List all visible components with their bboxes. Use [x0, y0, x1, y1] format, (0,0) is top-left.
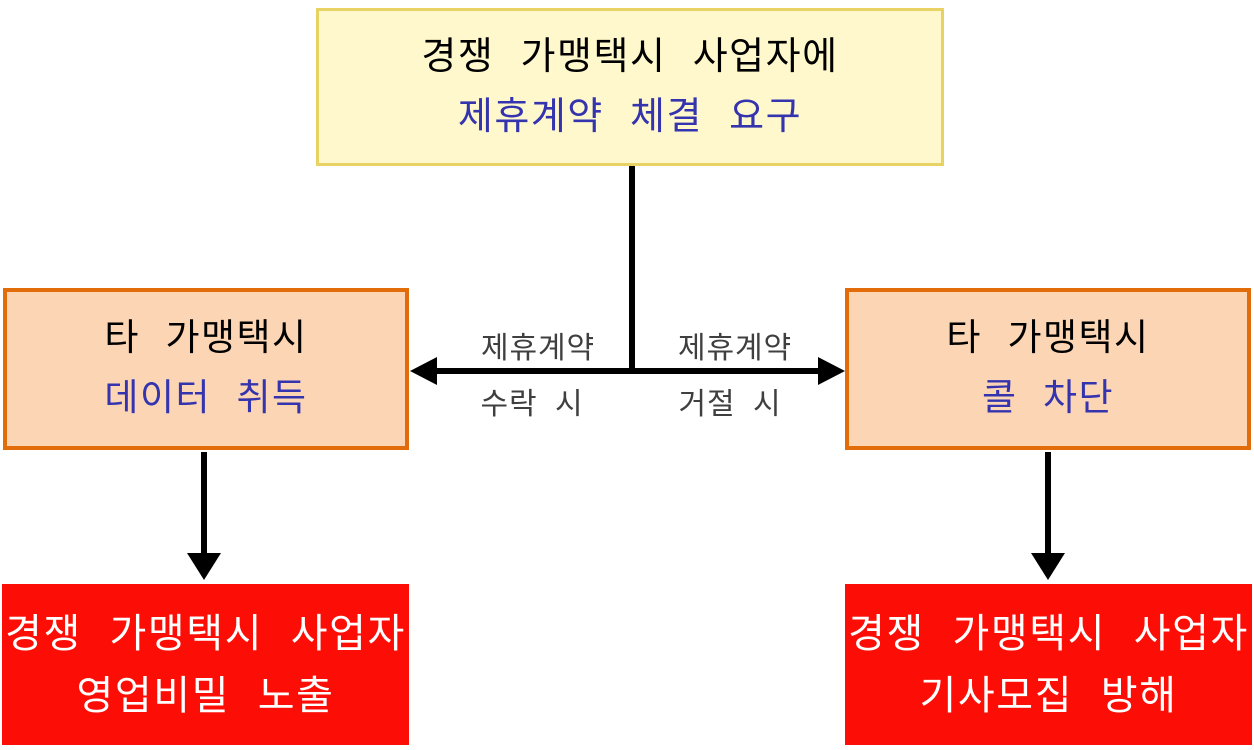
node-result-driver-recruitment-obstruction: 경쟁 가맹택시 사업자 기사모집 방해	[845, 584, 1252, 745]
node-other-franchise-data-acquisition: 타 가맹택시 데이터 취득	[3, 288, 409, 450]
connector-vertical-left-down	[201, 452, 207, 556]
arrowhead-down-left-icon	[187, 553, 221, 580]
node-text-line1: 경쟁 가맹택시 사업자	[848, 610, 1249, 656]
edge-label-reject-line2: 거절 시	[678, 388, 782, 421]
node-text-line1: 경쟁 가맹택시 사업자	[5, 610, 406, 656]
node-text-line2: 기사모집 방해	[919, 672, 1178, 718]
arrowhead-right-icon	[818, 357, 845, 385]
node-result-trade-secret-exposure: 경쟁 가맹택시 사업자 영업비밀 노출	[2, 584, 409, 745]
node-text-line2-emphasis: 제휴계약 체결 요구	[457, 96, 803, 138]
node-text-line2-emphasis: 데이터 취득	[104, 378, 308, 419]
node-text-line1: 타 가맹택시	[946, 318, 1150, 359]
arrowhead-left-icon	[410, 357, 437, 385]
node-text-line1: 경쟁 가맹택시 사업자에	[421, 36, 839, 78]
node-text-line1: 타 가맹택시	[104, 318, 308, 359]
connector-vertical-right-down	[1045, 452, 1051, 556]
node-text-line2-emphasis: 콜 차단	[981, 378, 1115, 419]
connector-vertical-from-top	[629, 166, 635, 371]
node-demand-alliance-contract: 경쟁 가맹택시 사업자에 제휴계약 체결 요구	[316, 8, 944, 166]
edge-label-accept-line2: 수락 시	[480, 388, 584, 421]
node-text-line2: 영업비밀 노출	[76, 672, 335, 718]
edge-label-reject-line1: 제휴계약	[678, 332, 792, 365]
arrowhead-down-right-icon	[1031, 553, 1065, 580]
edge-label-accept-line1: 제휴계약	[481, 332, 595, 365]
node-other-franchise-call-blocking: 타 가맹택시 콜 차단	[845, 288, 1251, 450]
connector-horizontal-split	[434, 368, 822, 374]
